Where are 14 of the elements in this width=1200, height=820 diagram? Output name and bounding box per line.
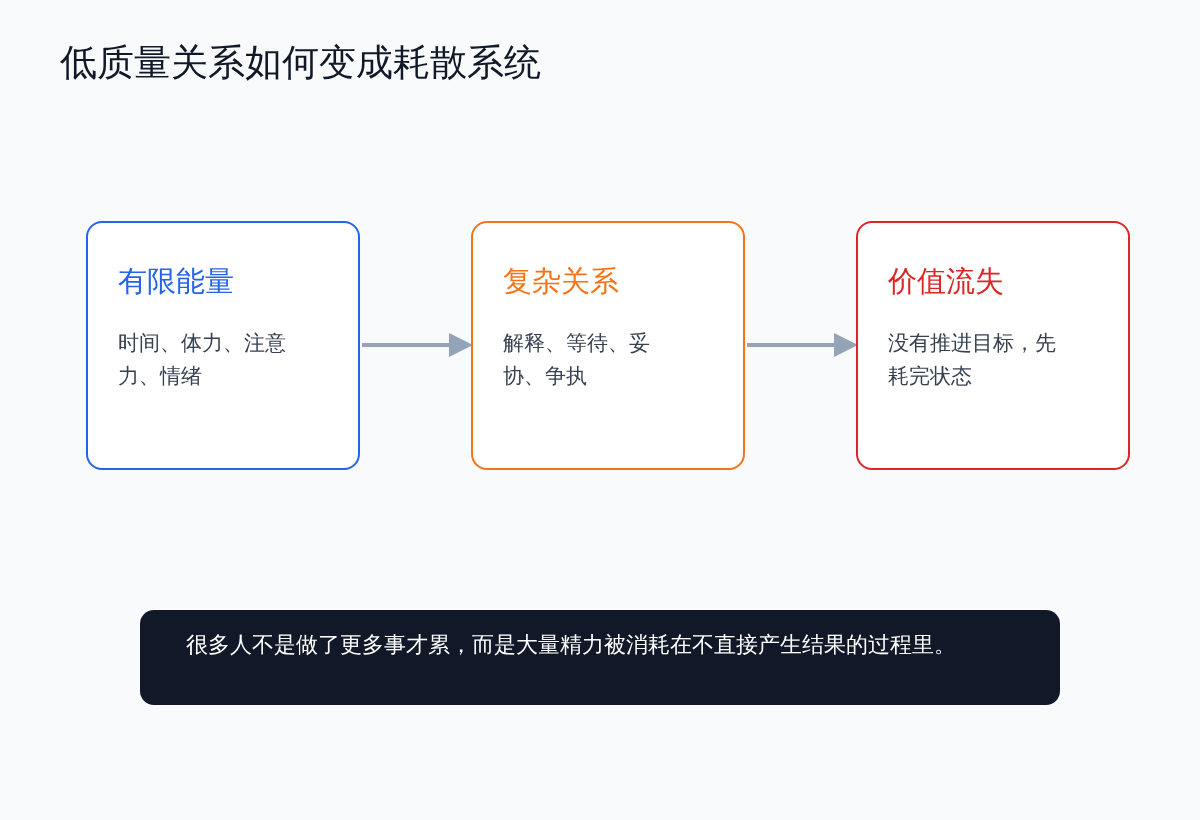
card-heading: 价值流失	[888, 263, 1005, 300]
card-heading: 复杂关系	[503, 263, 620, 300]
stage-card	[471, 221, 745, 470]
summary-text: 很多人不是做了更多事才累，而是大量精力被消耗在不直接产生结果的过程里。	[186, 631, 957, 659]
summary-banner	[140, 610, 1060, 705]
stage-card	[86, 221, 360, 470]
diagram-title: 低质量关系如何变成耗散系统	[60, 40, 541, 86]
stage-card	[856, 221, 1130, 470]
card-heading: 有限能量	[118, 263, 235, 300]
card-description: 解释、等待、妥协、争执	[503, 330, 651, 390]
arrow	[362, 333, 473, 357]
card-description: 没有推进目标，先耗完状态	[888, 330, 1057, 390]
arrow	[747, 333, 858, 357]
card-description: 时间、体力、注意力、情绪	[118, 330, 287, 390]
